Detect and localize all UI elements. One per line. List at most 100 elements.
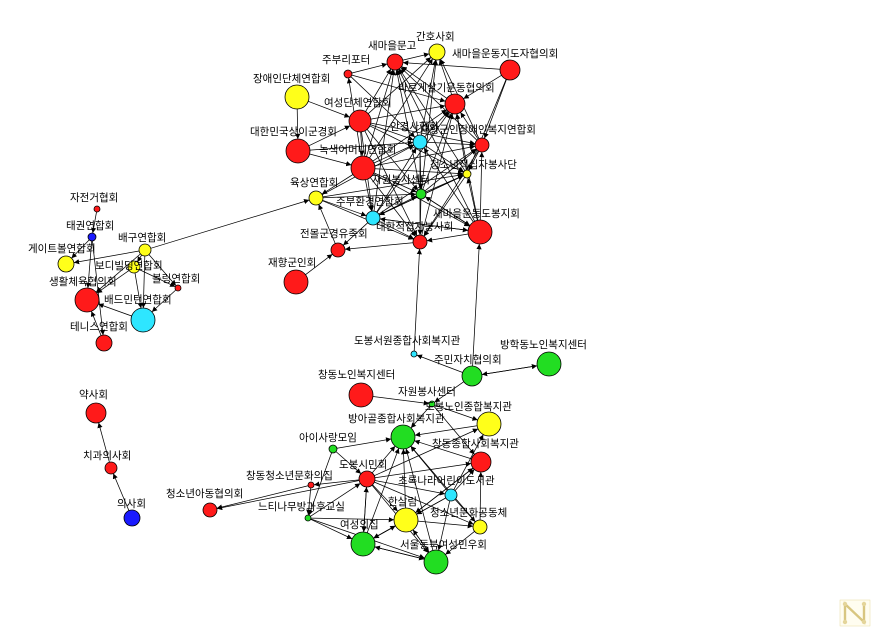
edge-n7-n9 xyxy=(370,124,414,141)
node-n21[interactable] xyxy=(87,232,97,242)
node-n6[interactable] xyxy=(444,93,466,115)
edge-n29-n17 xyxy=(413,248,422,352)
node-label-n21: 태권연합회 xyxy=(66,220,114,232)
node-n24[interactable] xyxy=(127,260,141,274)
node-n43[interactable] xyxy=(393,507,419,533)
node-n2[interactable] xyxy=(386,53,404,71)
edge-n45-n43 xyxy=(373,525,396,539)
node-n32[interactable] xyxy=(348,382,374,408)
node-n36[interactable] xyxy=(328,444,338,454)
node-n33[interactable] xyxy=(428,400,436,408)
node-label-n3: 새마을운동지도자협의회 xyxy=(452,47,558,60)
edge-n44-n46 xyxy=(445,531,475,555)
node-n12[interactable] xyxy=(415,188,427,200)
node-n47[interactable] xyxy=(85,402,107,424)
edge-n3-n10 xyxy=(483,79,507,139)
node-n16[interactable] xyxy=(467,219,493,245)
edge-n13-n2 xyxy=(398,68,466,171)
edge-n17-n18 xyxy=(344,242,414,252)
edge-n15-n18 xyxy=(342,222,369,246)
node-n39[interactable] xyxy=(307,481,315,489)
edge-n30-n33 xyxy=(434,381,465,403)
node-n34[interactable] xyxy=(476,411,502,437)
node-n1[interactable] xyxy=(428,43,446,61)
edge-n7-n2 xyxy=(365,68,392,112)
node-n8[interactable] xyxy=(285,138,311,164)
node-label-n4: 주부리포터 xyxy=(322,54,370,66)
edge-n2-n1 xyxy=(402,52,430,61)
node-n38[interactable] xyxy=(358,470,376,488)
node-label-n12: 자원봉사센터 xyxy=(372,174,430,186)
edge-n38-n43 xyxy=(372,484,398,512)
node-n29[interactable] xyxy=(410,350,418,358)
node-n5[interactable] xyxy=(284,84,310,110)
edge-n32-n33 xyxy=(372,396,430,406)
node-n10[interactable] xyxy=(474,137,490,153)
edge-n15-n6 xyxy=(376,111,450,213)
node-n41[interactable] xyxy=(202,502,218,518)
node-label-n20: 자전거협회 xyxy=(70,191,118,204)
edge-n28-n26 xyxy=(90,311,102,336)
node-n22[interactable] xyxy=(138,243,152,257)
node-label-n26: 생활체육협의회 xyxy=(49,275,117,288)
node-n23[interactable] xyxy=(57,255,75,273)
node-n30[interactable] xyxy=(461,365,483,387)
node-n44[interactable] xyxy=(472,519,488,535)
edge-n11-n16 xyxy=(373,173,470,227)
node-n49[interactable] xyxy=(123,509,141,527)
edge-n24-n26 xyxy=(96,270,130,294)
node-n9[interactable] xyxy=(412,134,428,150)
edge-n16-n13 xyxy=(466,177,478,221)
edge-n18-n14 xyxy=(318,204,336,244)
node-label-n48: 치과의사회 xyxy=(83,450,131,462)
node-label-n45: 여성의집 xyxy=(340,519,379,531)
node-label-n22: 배구연합회 xyxy=(118,232,166,244)
edge-n11-n13 xyxy=(374,168,464,177)
edge-n34-n35 xyxy=(414,425,478,438)
edge-n38-n40 xyxy=(374,480,446,496)
node-label-n8: 대한민국상이군경회 xyxy=(250,125,337,138)
node-n45[interactable] xyxy=(350,531,376,557)
node-n7[interactable] xyxy=(348,109,372,133)
edge-n22-n14 xyxy=(150,199,310,249)
node-n11[interactable] xyxy=(350,155,376,181)
edge-n9-n1 xyxy=(420,59,438,136)
edge-n33-n35 xyxy=(410,406,431,429)
node-n28[interactable] xyxy=(95,334,113,352)
edge-n27-n26 xyxy=(98,303,132,317)
node-n3[interactable] xyxy=(499,59,521,81)
edge-n38-n39 xyxy=(313,479,360,487)
edge-n11-n6 xyxy=(372,109,448,162)
node-n13[interactable] xyxy=(462,169,472,179)
node-n35[interactable] xyxy=(390,424,416,450)
edge-n25-n27 xyxy=(151,289,177,313)
node-n14[interactable] xyxy=(308,190,324,206)
node-n37[interactable] xyxy=(470,451,492,473)
edge-n44-n37 xyxy=(478,471,484,521)
edge-n8-n9 xyxy=(309,140,414,151)
edge-n4-n9 xyxy=(350,76,416,138)
node-n46[interactable] xyxy=(423,549,449,575)
node-n31[interactable] xyxy=(536,351,562,377)
node-label-n18: 전몰군경유족회 xyxy=(300,227,368,240)
node-n42[interactable] xyxy=(304,514,312,522)
node-n15[interactable] xyxy=(365,210,381,226)
node-label-n5: 장애인단체연합회 xyxy=(253,73,330,85)
node-n19[interactable] xyxy=(283,269,309,295)
node-n27[interactable] xyxy=(130,307,156,333)
node-label-n33: 자원봉사센터 xyxy=(398,386,456,398)
node-n25[interactable] xyxy=(174,284,182,292)
edge-n24-n27 xyxy=(134,272,143,309)
edge-n14-n13 xyxy=(322,172,464,198)
node-n18[interactable] xyxy=(330,242,346,258)
edge-n15-n2 xyxy=(373,69,396,212)
node-n4[interactable] xyxy=(343,69,353,79)
node-n40[interactable] xyxy=(444,488,458,502)
node-n17[interactable] xyxy=(412,234,428,250)
node-n20[interactable] xyxy=(93,205,101,213)
edge-n36-n38 xyxy=(335,451,362,474)
edge-n12-n16 xyxy=(424,196,471,226)
node-n26[interactable] xyxy=(74,287,100,313)
edge-n39-n41 xyxy=(216,485,309,510)
node-n48[interactable] xyxy=(104,461,118,475)
